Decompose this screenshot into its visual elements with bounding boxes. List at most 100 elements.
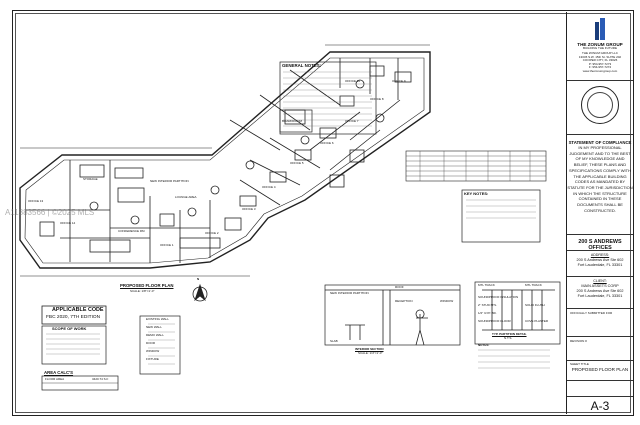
room-lounge: LOUNGE AREA	[175, 195, 197, 199]
title-block: THE ZONUM GROUP BUILDING THE FUTURE THE …	[566, 12, 633, 414]
watermark: A11883566 | ©2025 MLS	[5, 208, 95, 217]
client-label: CLIENT:	[593, 279, 607, 283]
meta-block	[567, 382, 633, 397]
client-block: CLIENT: MAIN ASSETS CORP 200 S Andrews A…	[567, 278, 633, 309]
scope-title: SCOPE OF WORK	[52, 326, 87, 331]
seal-block	[567, 82, 633, 135]
room-office-10: OFFICE 10	[345, 79, 361, 83]
compliance-line: BELIEF, THESE PLANS AND	[573, 162, 627, 168]
address-line: 200 S Andrews Ave Ste 602	[576, 257, 624, 262]
project-name: 200 S ANDREWS OFFICES	[578, 239, 622, 251]
client-line: MAIN ASSETS CORP	[581, 283, 619, 288]
plan-scale: SCALE: 1/8"=1'-0"	[130, 289, 155, 293]
interior-label: RECEPTION	[395, 299, 413, 303]
compliance-line: IN WHICH THE STRUCTURE	[573, 190, 627, 196]
sheet-title-label: SHEET TITLE	[570, 362, 589, 366]
partition-detail-title: TYP. PARTITION DETAIL	[492, 332, 527, 336]
room-office-13: OFFICE 13	[28, 199, 44, 203]
legend-item: WINDOW	[146, 349, 160, 353]
legend-item: NEW WALL	[146, 325, 162, 329]
partition-label: COVE PLASTER	[525, 319, 549, 323]
revision-label: REVISION #	[570, 339, 587, 343]
compliance-title: STATEMENT OF COMPLIANCE	[568, 140, 632, 145]
room-office-4: OFFICE 4	[262, 185, 276, 189]
room-office-7: OFFICE 7	[345, 119, 359, 123]
firm-line: 13045 S.W. 15th St. SUITE 202	[578, 54, 622, 59]
room-office-14: OFFICE 14	[60, 221, 76, 225]
room-conference: CONFERENCE RM	[118, 229, 145, 233]
general-notes-title: GENERAL NOTES:	[282, 63, 322, 68]
firm-line: THE ZONUM GROUP LLC	[582, 51, 618, 55]
room-boardroom: BOARDROOM	[282, 119, 303, 123]
revision-block: REVISION #	[567, 338, 633, 361]
firm-line: F: 954-957-7274	[588, 65, 612, 70]
partition-label: MTL TRACK	[525, 283, 542, 287]
firm-line: P: 954-957-7273	[588, 61, 612, 66]
sheet-title: PROPOSED FLOOR PLAN	[571, 366, 629, 372]
compliance-line: CONTAINED IN THESE	[578, 196, 622, 202]
room-office-9: OFFICE 9	[392, 79, 406, 83]
partition-label: SOUNDPROOF FLOOR	[478, 319, 511, 323]
compliance-line: STATUTE FOR THE JURISDICTION	[567, 184, 633, 190]
area-row-label: FLOOR AREA	[45, 377, 65, 381]
officially-block: OFFICIALLY SUBMITTED FOR	[567, 310, 633, 337]
applicable-code-edition: FBC 2020, 7TH EDITION	[46, 315, 101, 320]
interior-label: NEW INTERIOR PARTITION	[330, 291, 369, 295]
address-block: ADDRESS: 200 S Andrews Ave Ste 602 Fort …	[567, 252, 633, 277]
project-block: 200 S ANDREWS OFFICES	[567, 236, 633, 251]
partition-label: 2" STUD MTL	[478, 303, 497, 307]
engineer-seal	[581, 86, 619, 124]
officially-label: OFFICIALLY SUBMITTED FOR	[570, 311, 613, 315]
section-notes-title: NOTES:	[478, 343, 490, 347]
firm-line: www.thezonumgroup.com	[582, 68, 618, 73]
room-office-1: OFFICE 1	[160, 243, 174, 247]
room-office-5: OFFICE 5	[290, 161, 304, 165]
compliance-line: JUDGEMENT AND TO THE BEST	[569, 150, 631, 156]
partition-label: SOLID FLUSH	[525, 303, 545, 307]
partition-label: MTL TRACK	[478, 283, 495, 287]
client-line: 200 S Andrews Ave Ste 602	[576, 288, 624, 293]
legend-item: DEMO WALL	[146, 333, 164, 337]
firm-tagline: BUILDING THE FUTURE	[583, 46, 617, 50]
compliance-line: SPECIFICATIONS COMPLY WITH	[568, 167, 631, 173]
plan-title: PROPOSED FLOOR PLAN	[120, 283, 174, 288]
firm-block: THE ZONUM GROUP BUILDING THE FUTURE THE …	[567, 12, 633, 81]
north-label: N	[197, 277, 200, 281]
legend-item: FIXTURE	[146, 357, 159, 361]
legend-item: DOOR	[146, 341, 155, 345]
address-label: ADDRESS:	[590, 253, 610, 257]
compliance-line: CONSTRUCTED.	[584, 207, 616, 213]
applicable-code-title: APPLICABLE CODE	[52, 307, 104, 313]
compliance-block: STATEMENT OF COMPLIANCE IN MY PROFESSION…	[567, 136, 633, 235]
interior-section-title: INTERIOR SECTION	[355, 347, 384, 351]
room-office-8: OFFICE 8	[370, 97, 384, 101]
drawing-sheet	[12, 10, 634, 416]
partition-label: SOUNDPROOF INSULATION	[478, 295, 519, 299]
compliance-line: DOCUMENTS SHALL BE	[577, 202, 623, 208]
partition-label: 1/2" GYP. BD.	[478, 311, 497, 315]
interior-label: WINDOW	[440, 299, 454, 303]
area-title: AREA CALC'S	[44, 370, 74, 375]
partition-detail-scale: N.T.S.	[504, 336, 513, 340]
legend-item: EXISTING WALL	[146, 317, 169, 321]
sheet-number-block: A-3	[567, 398, 633, 414]
address-line: Fort Lauderdale, FL 33301	[577, 262, 623, 267]
area-row-value: 3420.74 S.F	[92, 377, 109, 381]
key-notes-title: KEY NOTES:	[464, 191, 489, 196]
compliance-line: CODES AS MANDATED BY	[574, 179, 626, 185]
firm-logo	[594, 18, 606, 40]
room-office-3: OFFICE 3	[242, 207, 256, 211]
interior-label: ROOF	[395, 285, 404, 289]
compliance-line: THE APPLICABLE BUILDING	[573, 173, 627, 179]
room-new-partition: NEW INTERIOR PARTITION	[150, 179, 189, 183]
compliance-line: OF MY KNOWLEDGE AND	[575, 156, 625, 162]
interior-section-scale: SCALE: 1/4"=1'-0"	[358, 351, 383, 355]
compliance-line: IN MY PROFESSIONAL	[578, 145, 622, 150]
client-line: Fort Lauderdale, FL 33301	[577, 293, 623, 298]
sheet-number: A-3	[590, 399, 610, 413]
room-office-6: OFFICE 6	[320, 141, 334, 145]
room-storage: STORAGE	[83, 177, 98, 181]
room-office-2: OFFICE 2	[205, 231, 219, 235]
interior-label: SLAB	[330, 339, 338, 343]
